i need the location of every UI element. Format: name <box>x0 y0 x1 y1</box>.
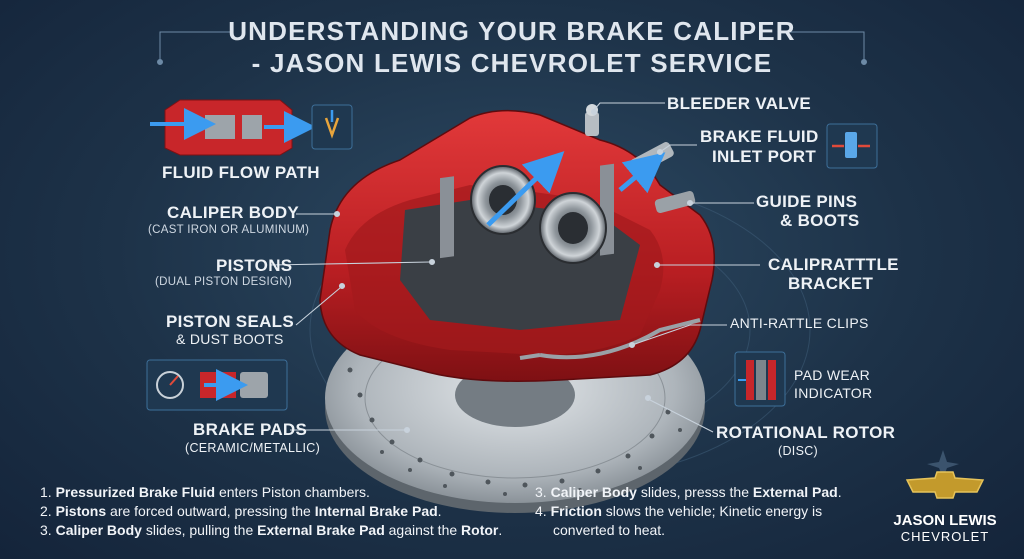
steps-right: 3. Caliper Body slides, presss the Exter… <box>535 483 842 540</box>
step-2: 2. Pistons are forced outward, pressing … <box>40 503 442 519</box>
step-4: 4. Friction slows the vehicle; Kinetic e… <box>535 503 823 519</box>
pistons <box>470 151 666 264</box>
page-title-line-1: Understanding Your Brake Caliper <box>228 16 796 46</box>
label-inlet-port-2: Inlet Port <box>712 147 817 166</box>
label-inlet-port-1: Brake Fluid <box>700 127 819 146</box>
pad-wear-inset <box>734 351 786 407</box>
page-title-line-2: - Jason Lewis Chevrolet Service <box>251 48 773 78</box>
label-brake-pads: Brake Pads <box>193 420 308 439</box>
label-brake-pads-sub: (Ceramic/Metallic) <box>185 441 321 455</box>
label-guide-boots: & Boots <box>780 211 860 230</box>
label-caliper-body-sub: (Cast Iron or Aluminum) <box>148 224 310 236</box>
label-bleeder-valve: Bleeder Valve <box>667 94 812 113</box>
label-pad-wear-2: Indicator <box>794 385 873 401</box>
label-bracket-2: Bracket <box>788 274 874 293</box>
step-4-cont: converted to heat. <box>553 522 666 538</box>
label-guide-pins: Guide Pins <box>756 192 858 211</box>
label-fluid-flow-path: Fluid Flow Path <box>162 163 320 182</box>
label-anti-rattle-clips: Anti-Rattle Clips <box>730 315 869 331</box>
label-pad-wear-1: Pad Wear <box>794 367 871 383</box>
label-rotor-sub: (Disc) <box>778 444 818 458</box>
fluid-flow-inset <box>150 99 316 156</box>
label-piston-seals: Piston Seals <box>166 312 294 331</box>
steps-left: 1. Pressurized Brake Fluid enters Piston… <box>40 483 502 540</box>
label-caliper-body: Caliper Body <box>167 203 300 222</box>
label-dust-boots: & Dust Boots <box>176 331 284 347</box>
brand-name: Jason Lewis <box>893 512 997 529</box>
label-bracket-1: Calipratttle <box>768 255 899 274</box>
label-pistons-sub: (Dual Piston Design) <box>155 276 292 288</box>
label-rotor: Rotational Rotor <box>716 423 896 442</box>
inlet-port-icon <box>826 123 878 169</box>
brand-sub: Chevrolet <box>900 529 990 544</box>
piston-inset <box>146 359 288 411</box>
leader-lines <box>269 102 760 434</box>
label-pistons: Pistons <box>216 256 293 275</box>
valve-icon <box>311 104 353 150</box>
step-1: 1. Pressurized Brake Fluid enters Piston… <box>40 484 370 500</box>
step-3b: 3. Caliper Body slides, presss the Exter… <box>535 484 842 500</box>
step-3: 3. Caliper Body slides, pulling the Exte… <box>40 522 503 538</box>
chevrolet-bowtie-logo <box>905 450 985 499</box>
caliper-body <box>319 104 715 382</box>
title-frame <box>157 31 867 65</box>
